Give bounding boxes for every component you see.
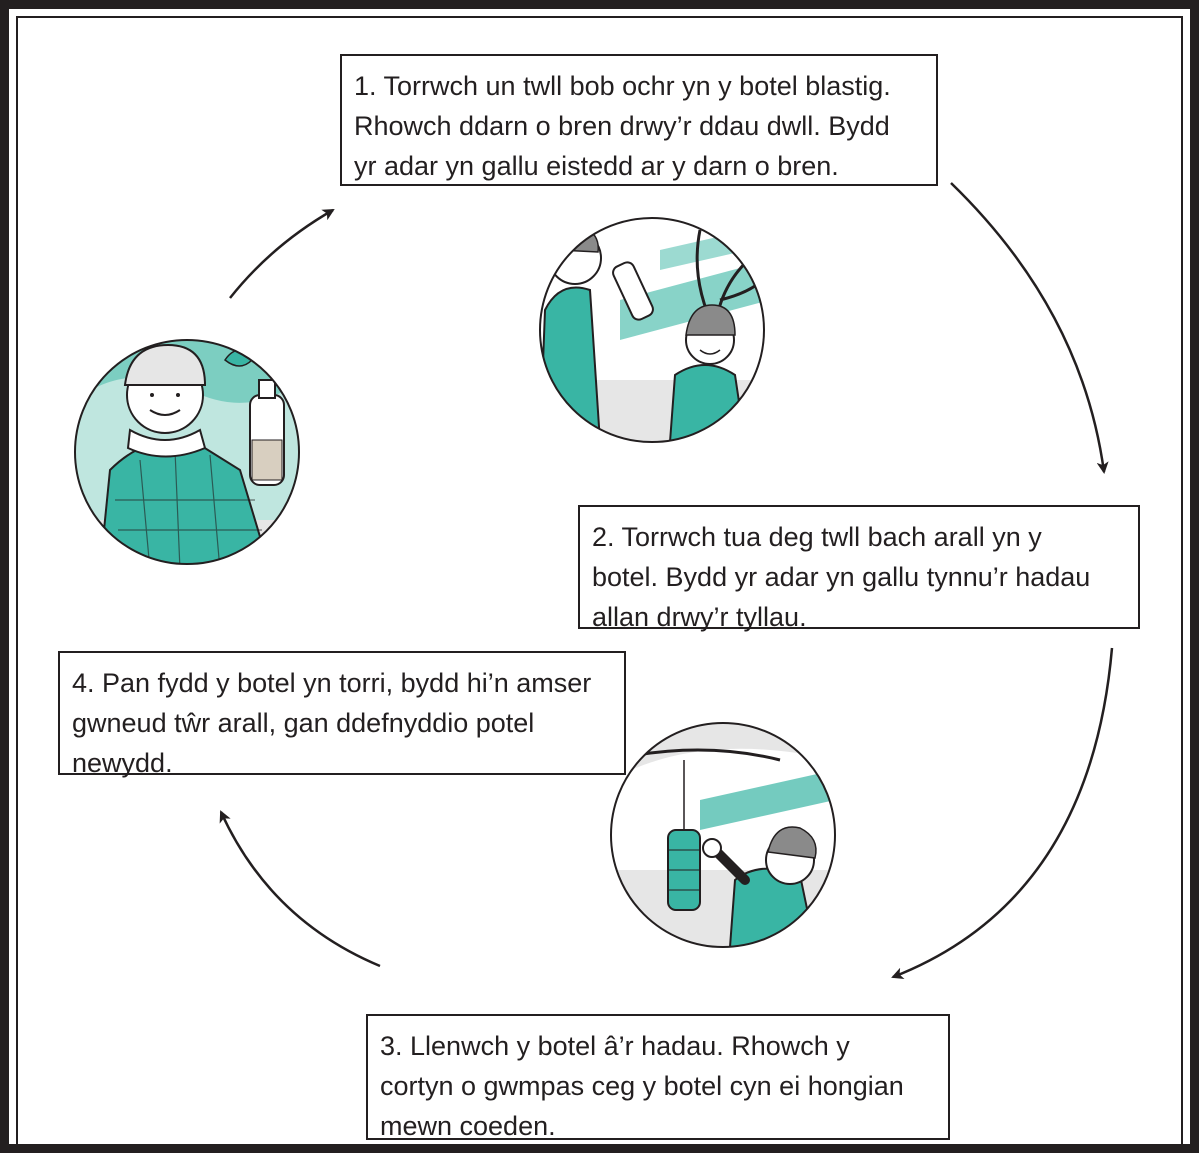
step-2-text: 2. Torrwch tua deg twll bach arall yn y …	[592, 522, 1091, 632]
inner-frame	[16, 16, 1183, 1153]
step-2-box: 2. Torrwch tua deg twll bach arall yn y …	[578, 505, 1140, 632]
step-4-text: 4. Pan fydd y botel yn torri, bydd hi’n …	[72, 668, 592, 778]
illustration-cutting-bottle	[539, 217, 765, 443]
arrow-icon	[229, 208, 335, 299]
step-1-box: 1. Torrwch un twll bob ochr yn y botel b…	[340, 54, 938, 186]
step-1-text: 1. Torrwch un twll bob ochr yn y botel b…	[354, 71, 891, 181]
illustration-hanging-feeder	[610, 722, 836, 948]
step-4-box: 4. Pan fydd y botel yn torri, bydd hi’n …	[58, 651, 626, 778]
illustration-child-with-feeder	[74, 339, 300, 565]
arrow-icon	[891, 647, 1114, 979]
arrow-icon	[219, 810, 381, 968]
step-3-box: 3. Llenwch y botel â’r hadau. Rhowch y c…	[366, 1014, 950, 1141]
step-3-text: 3. Llenwch y botel â’r hadau. Rhowch y c…	[380, 1031, 904, 1141]
arrow-icon	[950, 182, 1109, 474]
